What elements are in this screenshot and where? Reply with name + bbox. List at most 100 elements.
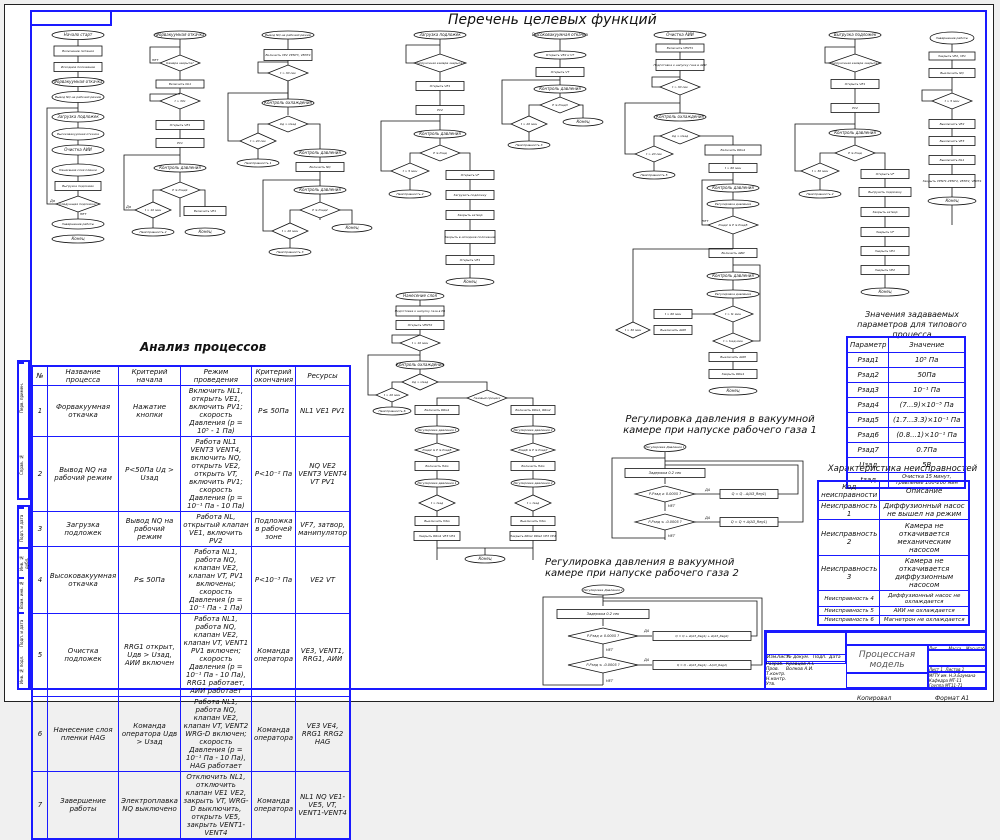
node-label: Конец — [198, 229, 211, 234]
decision-node — [799, 162, 841, 180]
process-node — [414, 405, 460, 415]
node-label: P ≤ Pзад1 — [172, 188, 188, 192]
cell-n: 5 — [31, 613, 48, 697]
stamp-code-cell — [846, 632, 986, 645]
node-label: Закрыть RRG1 — [722, 372, 745, 376]
node-label: Регулировка Давления 1 — [645, 445, 684, 449]
terminator-node — [533, 50, 587, 60]
terminator-node — [372, 406, 412, 416]
node-label: Закрыть RRG1 RRG2 VE3 VE4 — [510, 534, 556, 538]
process-node — [263, 49, 313, 61]
node-label: Uд > Uзад — [412, 380, 428, 384]
node-label: Выгрузка подложек — [62, 184, 94, 188]
connector — [921, 89, 952, 102]
node-label: Контроль давления — [419, 131, 461, 136]
terminator-node — [293, 185, 347, 195]
node-label: Q = Q - Δ(АЗ_Reg1) — [732, 492, 767, 496]
node-label: Конец — [71, 236, 84, 241]
node-label: Регулировка давления — [715, 292, 751, 296]
node-label: Контроль давления — [299, 150, 341, 155]
stamp-col: Подп. — [813, 655, 827, 660]
terminator-node — [929, 31, 975, 45]
node-label: t > 10 мин — [145, 208, 162, 212]
stamp-role: Утв. — [766, 682, 776, 687]
node-label: Q = Q + Δ(АЗ_Reg1) — [731, 520, 768, 524]
table-row: Pзад6(0.8...1)×10⁻¹ Па — [846, 427, 966, 443]
node-label: Включить АИИ — [721, 251, 745, 255]
process-node — [295, 162, 345, 172]
node-label: t > 20 сек — [646, 152, 662, 156]
fault-code: Неисправность 3 — [817, 554, 881, 592]
process-node — [414, 461, 460, 471]
node-label: Регулировка давления 2 — [513, 428, 552, 432]
stamp-col: № докум. — [787, 655, 810, 660]
connector — [149, 93, 180, 102]
node-label: t > 20 мин — [282, 229, 299, 233]
node-label: Контроль давления — [712, 273, 754, 278]
node-label: Неисправность 3 — [516, 143, 543, 147]
node-label: P ≤ Pзад — [848, 151, 862, 155]
fault-description: Магнетрон не охлаждается — [879, 614, 970, 626]
connector — [528, 104, 540, 120]
node-label: Конец — [726, 388, 739, 393]
decision-node — [827, 53, 883, 73]
decision-node — [658, 78, 702, 96]
node-label: Следующая подложка? — [59, 202, 97, 206]
stamp-org-line: Кафедра МТ-11 — [929, 678, 962, 683]
process-node — [928, 51, 976, 61]
node-label: t > 60 мин — [725, 166, 742, 170]
stamp-scale: Масштаб — [965, 646, 985, 650]
branch-label: ДА — [704, 516, 711, 520]
node-label: Закрыть затвор — [872, 210, 897, 214]
terminator-node — [708, 386, 758, 396]
node-label: Конец — [945, 198, 958, 203]
cell-mode: Работа NL1 VENT3 VENT4, включить NQ, отк… — [179, 436, 252, 512]
stamp-role: Т.контр. — [766, 672, 786, 677]
node-label: Неисправность 5 — [641, 173, 668, 177]
terminator-node — [261, 98, 315, 108]
table-header-row: № Название процесса Критерий начала Режи… — [31, 365, 351, 386]
node-label: Закрыть VENT1-VENT4, VENT2, VENT4 — [923, 179, 982, 183]
cell-mode: Отключить NL1, отключить клапан VE1 VE2,… — [179, 771, 252, 840]
node-label: t > 20 мин — [384, 393, 401, 397]
node-label: Uд > Uзад — [672, 134, 688, 138]
node-label: Открыть VE1 — [170, 123, 191, 127]
node-label: t > 60 мин — [665, 312, 682, 316]
node-label: Завершение работы — [62, 222, 95, 226]
node-label: Подготовка к напуску газа в РБ — [395, 309, 445, 313]
node-label: Загрузочная камера закрыта? — [416, 61, 464, 65]
connector — [200, 189, 206, 210]
cell-name: Очистка подложек — [46, 613, 120, 697]
process-node — [653, 325, 693, 335]
node-label: t > 30 мин — [812, 169, 829, 173]
terminator-node — [388, 189, 432, 199]
node-label: Неисправность 2 — [397, 192, 424, 196]
terminator-node — [51, 111, 105, 123]
stamp-lit-values — [928, 650, 986, 666]
node-label: t > 30с — [174, 99, 185, 103]
node-label: Регулировка давления — [715, 202, 751, 206]
node-label: Включить HAG — [521, 464, 545, 468]
stamp-name: Волков А.И. — [786, 667, 814, 672]
node-label: Контроль давления — [299, 187, 341, 192]
terminator-node — [236, 158, 280, 168]
node-label: Включить VENT1 — [667, 46, 694, 50]
terminator-node — [51, 127, 105, 141]
node-label: Pзад6 ≤ P ≤ Pзад7 — [518, 448, 547, 452]
branch-label: ДА — [643, 629, 650, 633]
node-label: Контроль давления — [834, 130, 876, 135]
fault-code: Неисправность 2 — [817, 519, 881, 556]
stamp-role: Н.контр. — [766, 677, 787, 682]
decision-node — [158, 54, 202, 72]
branch-label: нет — [152, 58, 159, 62]
branch-label: НЕТ — [668, 534, 676, 538]
terminator-node — [510, 425, 556, 435]
process-node — [445, 210, 495, 220]
cell-start: P<50Па Uд > Uзад — [118, 436, 181, 512]
node-label: P ≤ Pзад3 — [552, 103, 568, 107]
node-label: Загрузочная камера закрыта? — [831, 61, 879, 65]
